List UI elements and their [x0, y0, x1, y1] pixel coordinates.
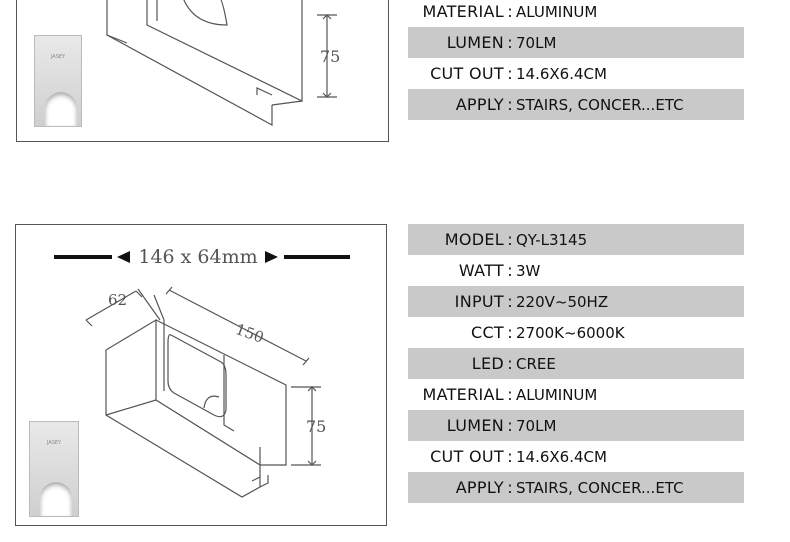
top-dim-height: 75: [320, 47, 340, 66]
spec-value: QY-L3145: [516, 230, 588, 249]
spec-value: 14.6X6.4CM: [516, 64, 607, 83]
spec-value: 70LM: [516, 33, 557, 52]
spec-row: LUMEN:70LM: [408, 27, 744, 58]
spec-label: MODEL: [444, 230, 504, 249]
spec-separator: :: [507, 416, 513, 435]
spec-value: 220V~50HZ: [516, 292, 609, 311]
spec-separator: :: [507, 447, 513, 466]
spec-row: CUT OUT:14.6X6.4CM: [408, 58, 744, 89]
bottom-diagram-frame: 146 x 64mm 62 150 75 JASEY: [15, 224, 387, 526]
spec-separator: :: [507, 261, 513, 280]
spec-label: LUMEN: [446, 33, 504, 52]
arrow-left-icon: [117, 251, 130, 263]
bottom-diagram-drawing: 146 x 64mm 62 150 75: [54, 246, 350, 498]
spec-row: CCT:2700K~6000K: [408, 317, 744, 348]
spec-separator: :: [507, 478, 513, 497]
top-product-thumbnail: JASEY: [34, 35, 82, 127]
spec-value: 70LM: [516, 416, 557, 435]
spec-row: MODEL:QY-L3145: [408, 224, 744, 255]
top-diagram-frame: 75 JASEY: [16, 0, 389, 142]
spec-value: STAIRS, CONCER...ETC: [516, 478, 684, 497]
spec-label: CUT OUT: [430, 64, 504, 83]
spec-row: LUMEN:70LM: [408, 410, 744, 441]
spec-value: ALUMINUM: [516, 2, 598, 21]
spec-label: WATT: [458, 261, 504, 280]
thumbnail-logo: JASEY: [50, 54, 66, 60]
dim-height-label: 75: [306, 417, 326, 436]
spec-value: CREE: [516, 354, 556, 373]
light-opening: [40, 482, 72, 516]
bottom-product-thumbnail: JASEY: [29, 421, 79, 517]
spec-separator: :: [507, 230, 513, 249]
spec-row: MATERIAL:ALUMINUM: [408, 0, 744, 27]
spec-label: LED: [471, 354, 504, 373]
spec-row: WATT:3W: [408, 255, 744, 286]
spec-separator: :: [507, 33, 513, 52]
dim-length-label: 150: [233, 320, 266, 347]
light-opening: [45, 92, 77, 126]
spec-separator: :: [507, 95, 513, 114]
spec-label: CCT: [470, 323, 504, 342]
spec-row: INPUT:220V~50HZ: [408, 286, 744, 317]
spec-separator: :: [507, 385, 513, 404]
spec-row: MATERIAL:ALUMINUM: [408, 379, 744, 410]
size-label: 146 x 64mm: [138, 246, 257, 268]
spec-separator: :: [507, 2, 513, 21]
spec-row: APPLY:STAIRS, CONCER...ETC: [408, 472, 744, 503]
spec-label: MATERIAL: [422, 385, 504, 404]
spec-label: INPUT: [454, 292, 504, 311]
spec-value: 2700K~6000K: [516, 323, 625, 342]
spec-row: LED:CREE: [408, 348, 744, 379]
spec-separator: :: [507, 354, 513, 373]
spec-row: CUT OUT:14.6X6.4CM: [408, 441, 744, 472]
spec-value: 14.6X6.4CM: [516, 447, 607, 466]
spec-label: APPLY: [455, 95, 504, 114]
top-diagram-drawing: 75: [106, 0, 340, 127]
spec-value: STAIRS, CONCER...ETC: [516, 95, 684, 114]
spec-label: LUMEN: [446, 416, 504, 435]
spec-value: ALUMINUM: [516, 385, 598, 404]
spec-value: 3W: [516, 261, 541, 280]
spec-separator: :: [507, 323, 513, 342]
spec-label: MATERIAL: [422, 2, 504, 21]
spec-label: APPLY: [455, 478, 504, 497]
spec-separator: :: [507, 64, 513, 83]
spec-label: CUT OUT: [430, 447, 504, 466]
spec-separator: :: [507, 292, 513, 311]
thumbnail-logo: JASEY: [46, 440, 62, 446]
spec-row: APPLY:STAIRS, CONCER...ETC: [408, 89, 744, 120]
dim-depth-label: 62: [108, 291, 127, 309]
arrow-right-icon: [265, 251, 278, 263]
